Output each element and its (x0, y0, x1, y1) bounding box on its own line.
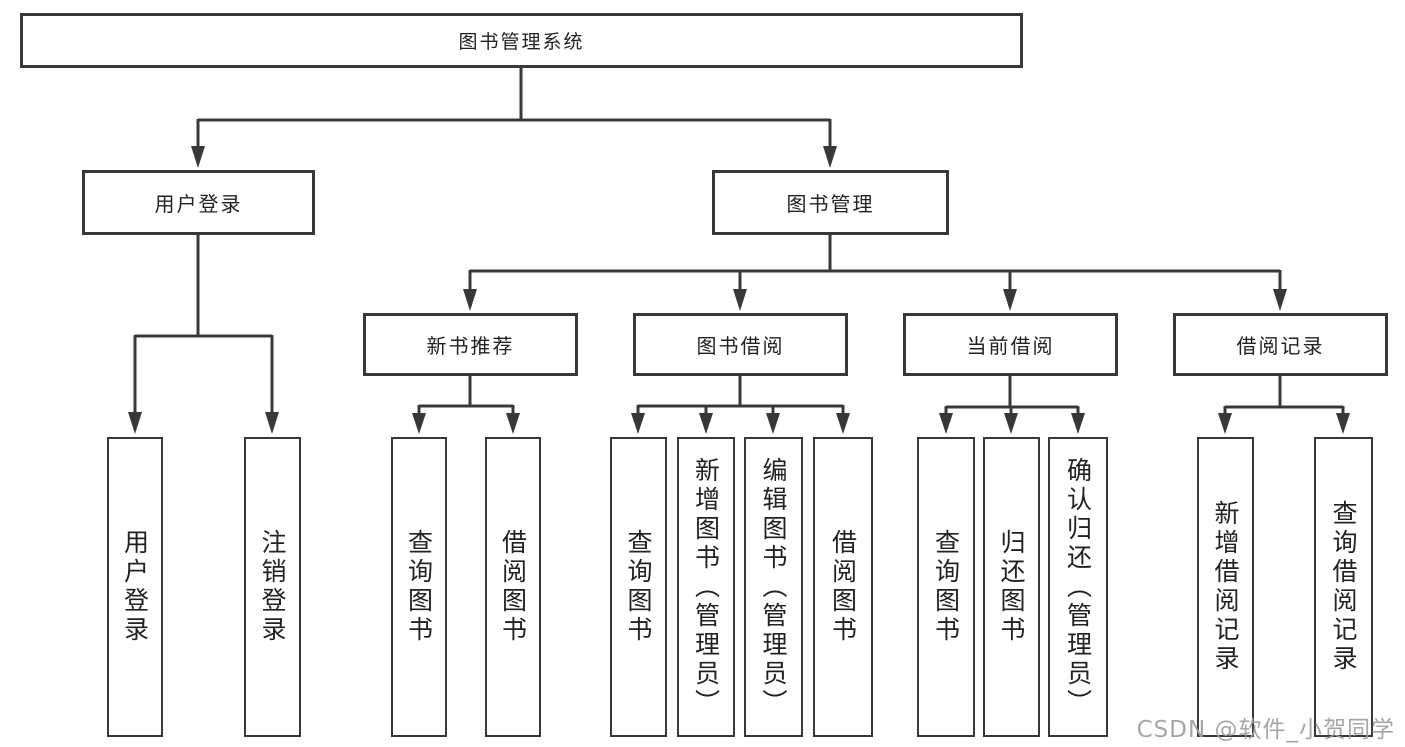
leaf-bb-add-books-admin: 新增图书（管理员） (677, 437, 735, 737)
leaf-bb-query-books-label: 查询图书 (624, 529, 653, 645)
leaf-br-query-record-label: 查询借阅记录 (1329, 500, 1358, 674)
leaf-user-login-label: 用户登录 (120, 529, 150, 645)
leaf-bb-edit-books-admin-label: 编辑图书（管理员） (759, 456, 788, 718)
leaf-cb-confirm-return-admin-label: 确认归还（管理员） (1063, 456, 1093, 718)
leaf-bb-borrow-books: 借阅图书 (813, 437, 873, 737)
leaf-bb-query-books: 查询图书 (610, 437, 667, 737)
leaf-br-add-record-label: 新增借阅记录 (1211, 500, 1240, 674)
leaf-bb-edit-books-admin: 编辑图书（管理员） (744, 437, 803, 737)
node-root: 图书管理系统 (20, 13, 1023, 68)
node-user-login-group-label: 用户登录 (154, 192, 243, 216)
node-current-borrow-label: 当前借阅 (966, 334, 1055, 358)
leaf-nbr-query-books: 查询图书 (391, 437, 447, 737)
node-borrow-records-label: 借阅记录 (1236, 334, 1325, 358)
leaf-nbr-query-books-label: 查询图书 (404, 529, 434, 645)
leaf-cb-return-books: 归还图书 (983, 437, 1040, 737)
leaf-logout: 注销登录 (244, 437, 301, 737)
csdn-watermark: CSDN @软件_小贺同学 (1136, 717, 1395, 743)
node-root-label: 图书管理系统 (458, 31, 585, 53)
node-book-borrow: 图书借阅 (633, 313, 848, 376)
leaf-user-login: 用户登录 (107, 437, 163, 737)
node-book-borrow-label: 图书借阅 (696, 334, 785, 358)
leaf-cb-query-books: 查询图书 (917, 437, 975, 737)
leaf-cb-return-books-label: 归还图书 (997, 529, 1026, 645)
leaf-bb-borrow-books-label: 借阅图书 (828, 529, 858, 645)
leaf-logout-label: 注销登录 (258, 529, 287, 645)
leaf-cb-confirm-return-admin: 确认归还（管理员） (1048, 437, 1108, 737)
leaf-br-add-record: 新增借阅记录 (1197, 437, 1254, 737)
leaf-nbr-borrow-books: 借阅图书 (485, 437, 541, 737)
node-new-book-recommend: 新书推荐 (363, 313, 578, 376)
node-new-book-recommend-label: 新书推荐 (426, 334, 515, 358)
node-user-login-group: 用户登录 (82, 170, 315, 235)
node-borrow-records: 借阅记录 (1173, 313, 1388, 376)
node-book-management: 图书管理 (712, 170, 949, 235)
leaf-bb-add-books-admin-label: 新增图书（管理员） (691, 456, 721, 718)
leaf-cb-query-books-label: 查询图书 (931, 529, 961, 645)
node-current-borrow: 当前借阅 (903, 313, 1118, 376)
node-book-management-label: 图书管理 (786, 192, 875, 216)
leaf-nbr-borrow-books-label: 借阅图书 (498, 529, 528, 645)
leaf-br-query-record: 查询借阅记录 (1314, 437, 1373, 737)
